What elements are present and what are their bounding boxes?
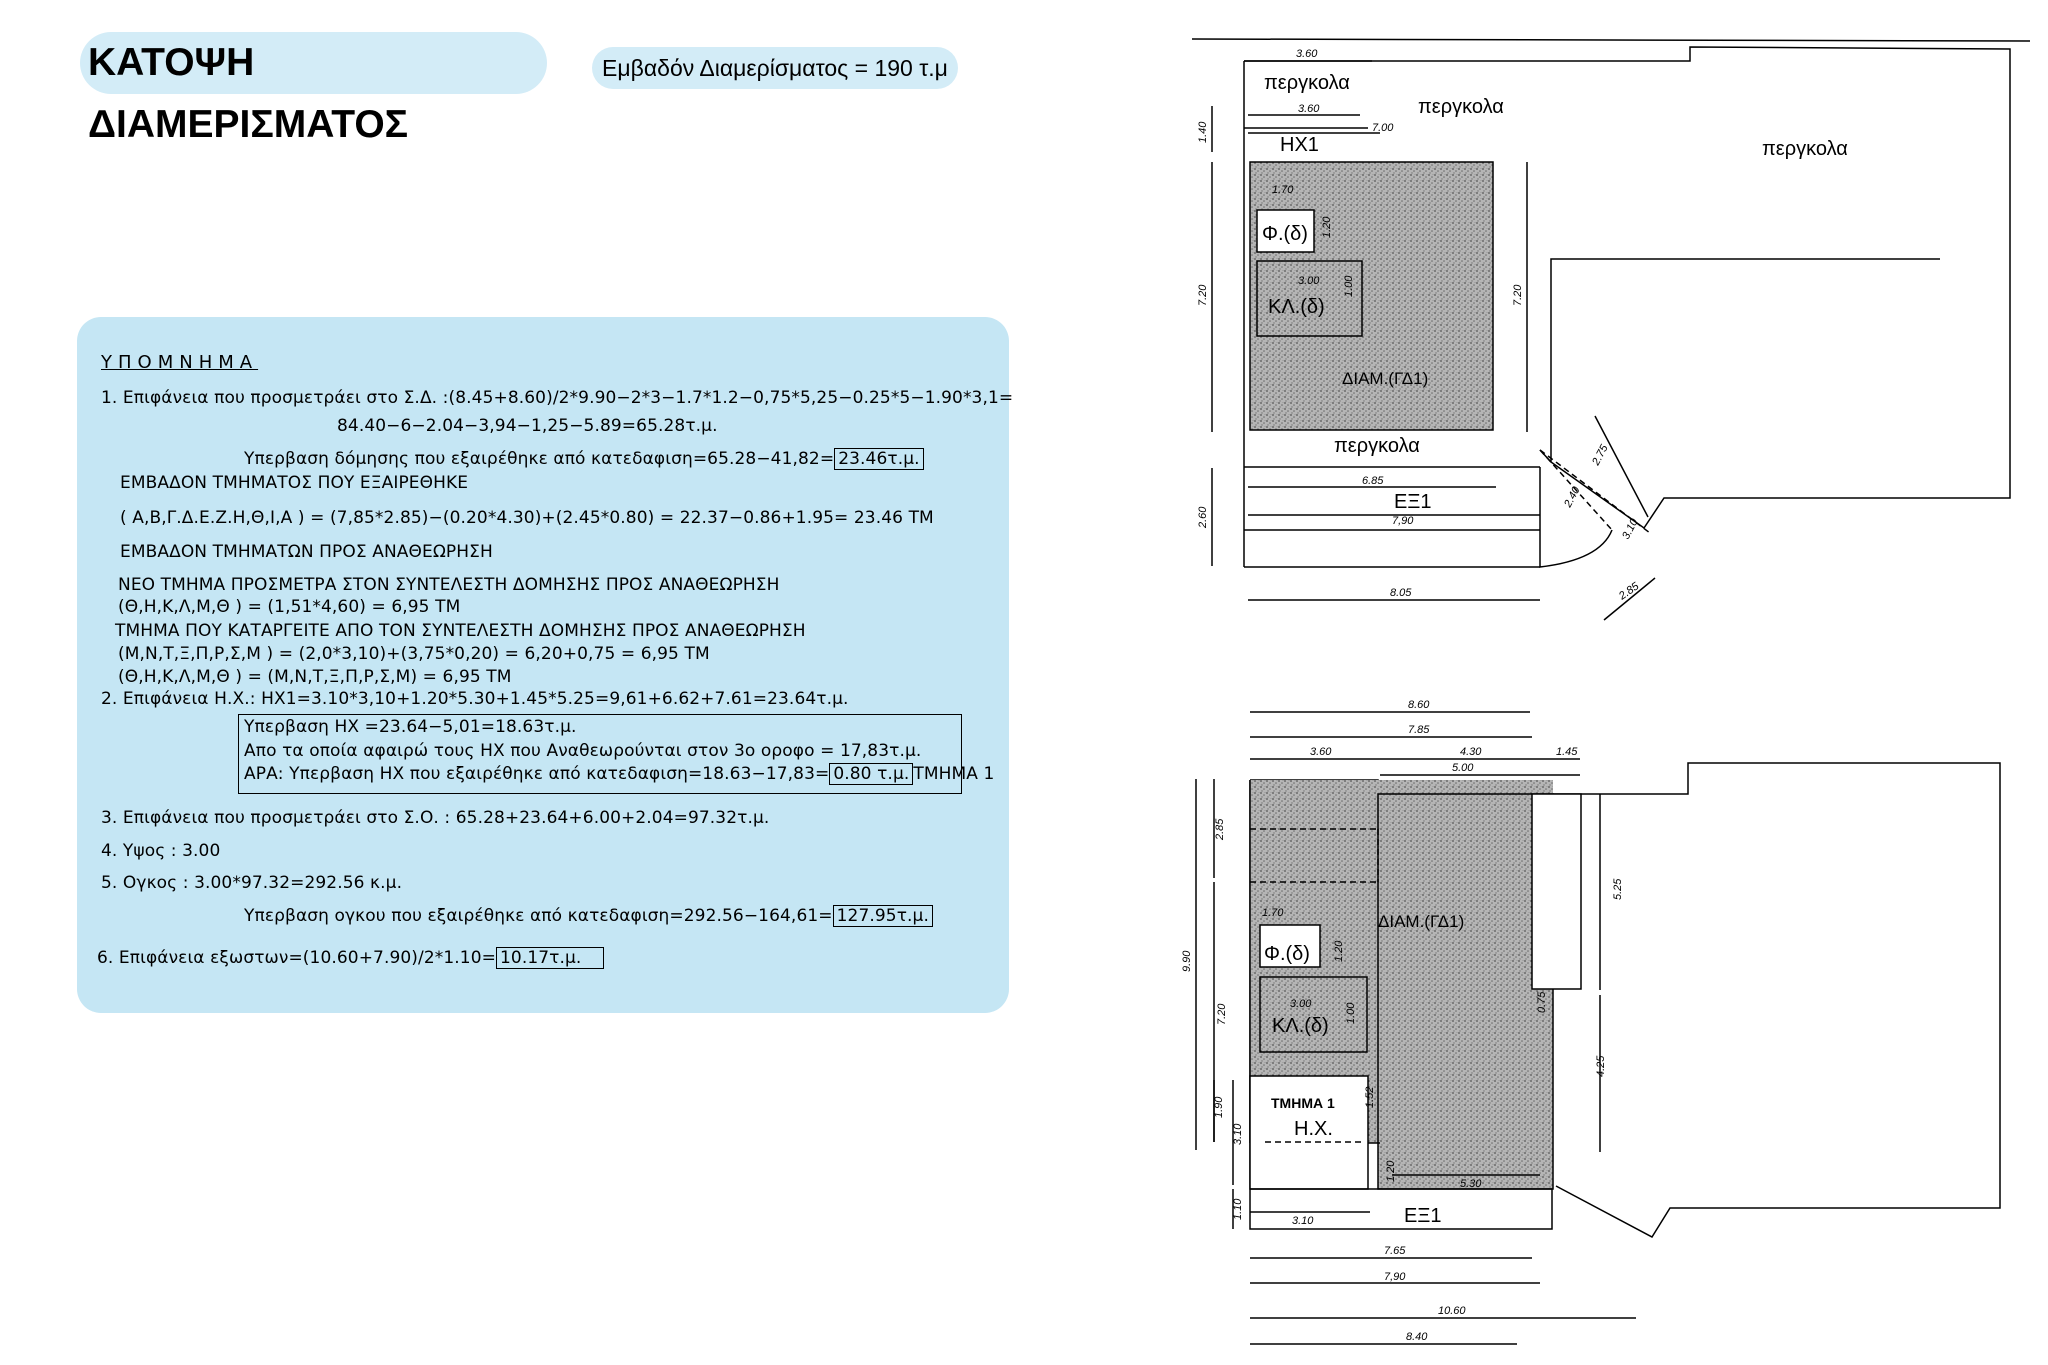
dimension-label: 1.70: [1262, 907, 1284, 919]
dimension-label: 8.40: [1406, 1331, 1428, 1343]
legend-line-5: ΕΜΒΑΔΟΝ ΤΜΗΜΑΤΩΝ ΠΡΟΣ ΑΝΑΘΕΩΡΗΣΗ: [120, 542, 493, 562]
dimension-label: 7.85: [1408, 724, 1430, 736]
dimension-label: 4.30: [1460, 746, 1482, 758]
dimension-label: 1.20: [1333, 940, 1345, 962]
dimension-label: 4.25: [1595, 1055, 1607, 1077]
legend-line-14-text: ΑΡΑ: Υπερβαση ΗΧ που εξαιρέθηκε από κατε…: [244, 764, 830, 784]
dimension-label: 3.60: [1296, 48, 1318, 60]
legend-line-3: ΕΜΒΑΔΟΝ ΤΜΗΜΑΤΟΣ ΠΟΥ ΕΞΑΙΡΕΘΗΚΕ: [120, 473, 469, 493]
dimension-label: 9.90: [1181, 950, 1193, 972]
legend-line-1b: 84.40−6−2.04−3,94−1,25−5.89=65.28τ.μ.: [337, 416, 718, 436]
room-label-diam: ΔΙΑΜ.(ΓΔ1): [1342, 369, 1428, 388]
dimension-label: 7.00: [1372, 122, 1394, 134]
legend-line-12: Υπερβαση ΗΧ =23.64−5,01=18.63τ.μ.: [244, 717, 577, 737]
legend-line-13: Απο τα οποία αφαιρώ τους ΗΧ που Αναθεωρο…: [244, 741, 922, 761]
legend-line-11: 2. Επιφάνεια Η.Χ.: ΗΧ1=3.10*3,10+1.20*5.…: [101, 689, 849, 709]
dimension-label: 2.40: [1562, 484, 1584, 510]
dimension-label: 10.60: [1438, 1305, 1466, 1317]
dimension-label: 5.25: [1612, 878, 1624, 900]
dimension-label: 3.60: [1310, 746, 1332, 758]
dimension-label: 1.90: [1213, 1096, 1225, 1118]
dimension-label: 3.10: [1232, 1123, 1244, 1145]
page-title: ΚΑΤΟΨΗ ΔΙΑΜΕΡΙΣΜΑΤΟΣ: [80, 32, 547, 146]
dimension-label: 5.00: [1452, 762, 1474, 774]
legend-panel: [77, 317, 1009, 1013]
dimension-label: 1.00: [1345, 1002, 1357, 1024]
dimension-label: 7.20: [1512, 284, 1524, 306]
legend-inner-frame: [238, 714, 962, 794]
dimension-label: 1.00: [1343, 275, 1355, 297]
legend-line-8: ΤΜΗΜΑ ΠΟΥ ΚΑΤΑΡΓΕΙΤΕ ΑΠΟ ΤΟΝ ΣΥΝΤΕΛΕΣΤΗ …: [115, 621, 806, 641]
dimension-label: 3.10: [1620, 516, 1641, 541]
room-label-kl: ΚΛ.(δ): [1268, 296, 1325, 318]
dimension-label: 8.60: [1408, 699, 1430, 711]
bottom-dimensions: 8.60 7.85 3.60 4.30 1.45 5.00 2.85 9.90 7.20 1.90…: [1181, 699, 1624, 1343]
room-label-f: Φ.(δ): [1264, 943, 1310, 965]
dimension-label: 1.40: [1197, 121, 1209, 143]
dimension-label: 3.10: [1292, 1215, 1314, 1227]
area-badge: Εμβαδόν Διαμερίσματος = 190 τ.μ: [592, 47, 958, 89]
dimension-label: 1.52: [1364, 1087, 1376, 1108]
legend-line-16: 4. Υψος : 3.00: [101, 841, 221, 861]
dimension-label: 7.20: [1197, 284, 1209, 306]
legend-value-box: 0.80 τ.μ.: [829, 763, 914, 785]
legend-line-2-text: Υπερβαση δόμησης που εξαιρέθηκε από κατε…: [244, 449, 835, 469]
legend-value-box: 127.95τ.μ.: [832, 905, 933, 927]
room-label-kl: ΚΛ.(δ): [1272, 1015, 1329, 1037]
legend-line-1a: 1. Επιφάνεια που προσμετράει στο Σ.Δ. :(…: [101, 388, 1014, 408]
legend-line-19-text: 6. Επιφάνεια εξωστων=(10.60+7.90)/2*1.10…: [97, 948, 496, 968]
legend-line-18-text: Υπερβαση ογκου που εξαιρέθηκε από κατεδα…: [244, 906, 833, 926]
legend-line-2: Υπερβαση δόμησης που εξαιρέθηκε από κατε…: [244, 448, 924, 470]
dimension-label: 1.70: [1272, 184, 1294, 196]
dimension-label: 6.85: [1362, 475, 1384, 487]
dimension-label: 0.75: [1536, 991, 1548, 1013]
legend-line-18: Υπερβαση ογκου που εξαιρέθηκε από κατεδα…: [244, 905, 933, 927]
room-label-f: Φ.(δ): [1262, 223, 1308, 245]
pergola-label: περγκολα: [1418, 96, 1504, 118]
dimension-label: 5.30: [1460, 1178, 1482, 1190]
dimension-label: 7.65: [1384, 1245, 1406, 1257]
legend-line-15: 3. Επιφάνεια που προσμετράει στο Σ.Ο. : …: [101, 808, 770, 828]
dimension-label: 7,90: [1384, 1271, 1406, 1283]
room-label-hx: Η.Χ.: [1294, 1118, 1333, 1140]
legend-line-17: 5. Ογκος : 3.00*97.32=292.56 κ.μ.: [101, 873, 403, 893]
dimension-label: 1.20: [1385, 1160, 1397, 1182]
pergola-label: περγκολα: [1334, 435, 1420, 457]
legend-line-14-tail: ΤΜΗΜΑ 1: [913, 764, 995, 784]
legend-value-box: 10.17τ.μ.: [495, 947, 605, 969]
room-label-tmima: ΤΜΗΜΑ 1: [1271, 1095, 1335, 1111]
dimension-label: 7.20: [1216, 1003, 1228, 1025]
legend-heading: ΥΠΟΜΝΗΜΑ: [101, 352, 259, 373]
legend-line-19: 6. Επιφάνεια εξωστων=(10.60+7.90)/2*1.10…: [97, 947, 605, 969]
room-label-hx1: ΗΧ1: [1280, 134, 1319, 156]
floor-plans: περγκολα περγκολα περγκολα περγκολα ΗΧ1 …: [1181, 38, 2030, 1345]
legend-line-14: ΑΡΑ: Υπερβαση ΗΧ που εξαιρέθηκε από κατε…: [244, 763, 995, 785]
dimension-label: 2.75: [1590, 442, 1612, 468]
dimension-label: 3.00: [1290, 998, 1312, 1010]
legend-line-6: ΝΕΟ ΤΜΗΜΑ ΠΡΟΣΜΕΤΡΑ ΣΤΟΝ ΣΥΝΤΕΛΕΣΤΗ ΔΟΜΗ…: [118, 575, 780, 595]
legend-line-4: ( Α,Β,Γ.Δ.Ε.Ζ.Η,Θ,Ι,Α ) = (7,85*2.85)−(0…: [120, 508, 934, 528]
legend-line-10: (Θ,Η,Κ,Λ,Μ,Θ ) = (Μ,Ν,Τ,Ξ,Π,Ρ,Σ,Μ) = 6,9…: [118, 667, 512, 687]
room-label-diam: ΔΙΑΜ.(ΓΔ1): [1378, 912, 1464, 931]
room-label-ex: ΕΞ1: [1404, 1205, 1441, 1227]
dimension-label: 2.85: [1214, 818, 1226, 841]
room-label-ex: ΕΞ1: [1394, 491, 1431, 513]
legend-line-9: (Μ,Ν,Τ,Ξ,Π,Ρ,Σ,Μ ) = (2,0*3,10)+(3,75*0,…: [118, 644, 710, 664]
dimension-label: 2.60: [1197, 506, 1209, 529]
dimension-label: 7,90: [1392, 515, 1414, 527]
dimension-label: 1.20: [1321, 216, 1333, 238]
legend-value-box: 23.46τ.μ.: [834, 448, 924, 470]
dimension-label: 3.00: [1298, 275, 1320, 287]
dimension-label: 1.45: [1556, 746, 1578, 758]
dimension-label: 3.60: [1298, 103, 1320, 115]
dimension-label: 1.10: [1232, 1198, 1244, 1220]
pergola-label: περγκολα: [1264, 72, 1350, 94]
pergola-label: περγκολα: [1762, 138, 1848, 160]
dimension-label: 8.05: [1390, 587, 1412, 599]
legend-line-7: (Θ,Η,Κ,Λ,Μ,Θ ) = (1,51*4,60) = 6,95 ΤΜ: [118, 597, 461, 617]
